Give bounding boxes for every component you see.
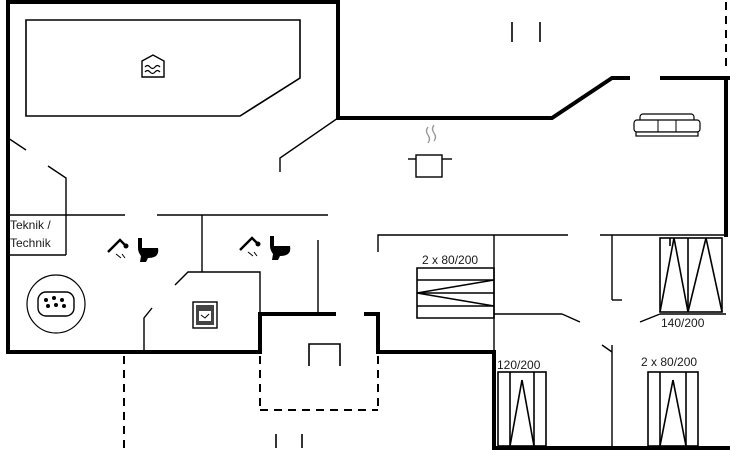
toilet-shower-icon	[107, 238, 159, 262]
bed-label-top: 2 x 80/200	[422, 253, 478, 267]
technik-label-line1: Teknik /	[10, 218, 51, 232]
bed-bottom-right	[647, 371, 699, 447]
bed-label-right-top: 140/200	[661, 316, 705, 330]
sofa-icon	[633, 113, 701, 137]
bed-right-top	[659, 237, 723, 313]
outer-walls	[6, 0, 730, 450]
bed-label-bottom-left: 120/200	[497, 358, 541, 372]
whirlpool-icon	[26, 274, 86, 334]
bed-bottom-left	[497, 371, 547, 447]
pool-icon	[141, 54, 165, 78]
bed-top	[416, 267, 495, 319]
stove-icon	[408, 124, 452, 178]
interior-walls	[7, 117, 726, 448]
pool	[25, 19, 301, 117]
technik-label-line2: Technik	[10, 236, 52, 250]
washing-machine-icon	[192, 301, 218, 329]
dashed-lines	[123, 2, 727, 448]
toilet-shower-icon	[239, 236, 291, 260]
bed-label-bottom-right: 2 x 80/200	[641, 355, 697, 369]
